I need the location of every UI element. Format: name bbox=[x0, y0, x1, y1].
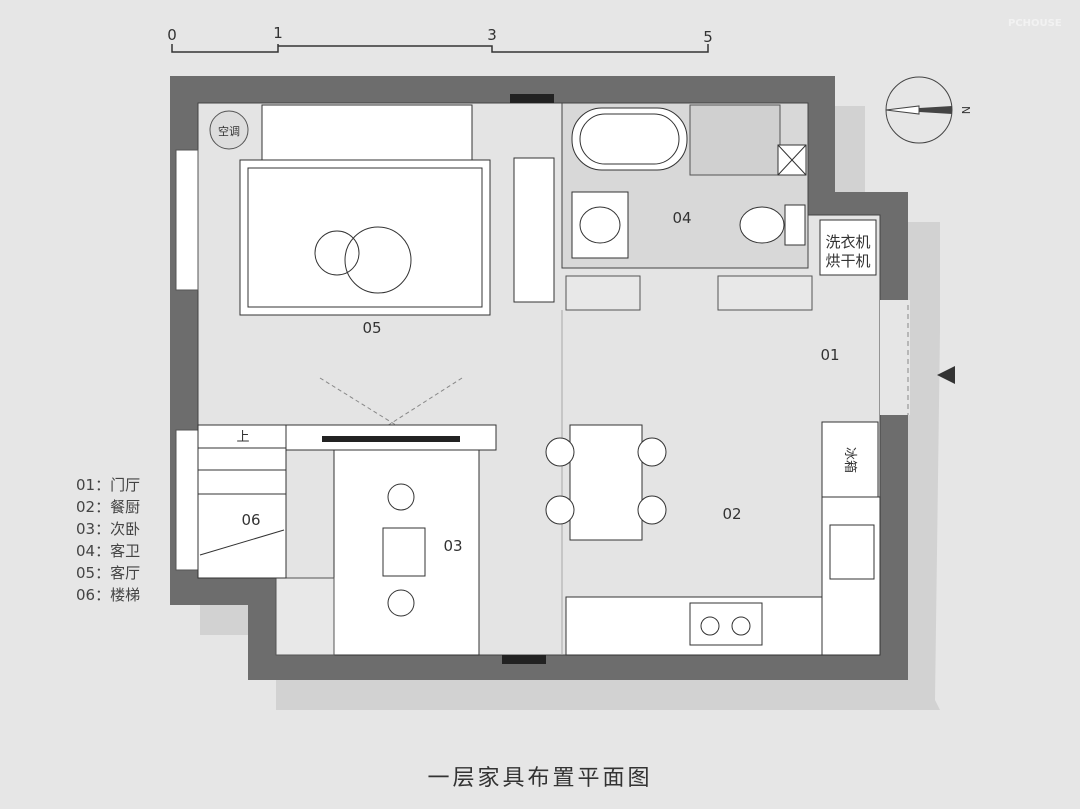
rug bbox=[239, 159, 491, 316]
scale-tick: 5 bbox=[703, 28, 713, 46]
room-legend: 01：门厅 02：餐厨 03：次卧 04：客卫 05：客厅 06：楼梯 bbox=[76, 474, 140, 606]
legend-item: 03：次卧 bbox=[76, 520, 141, 538]
wardrobe bbox=[275, 577, 335, 656]
legend-item: 05：客厅 bbox=[76, 564, 141, 582]
legend-item: 01：门厅 bbox=[76, 476, 141, 494]
compass-north-label: N bbox=[959, 106, 972, 114]
ac-label: 空调 bbox=[218, 124, 240, 138]
window-bottom bbox=[502, 655, 546, 664]
scale-tick: 3 bbox=[487, 26, 497, 44]
fridge bbox=[821, 421, 879, 498]
room-05-label: 05 bbox=[362, 319, 381, 337]
compass-icon bbox=[885, 76, 953, 144]
legend-item: 04：客卫 bbox=[76, 542, 141, 560]
entry-door-gap bbox=[880, 300, 910, 415]
dryer-label: 烘干机 bbox=[825, 252, 870, 270]
washer-label: 洗衣机 bbox=[825, 233, 870, 251]
scale-bar bbox=[171, 44, 709, 53]
dining-table bbox=[569, 424, 643, 541]
bathtub bbox=[571, 107, 688, 171]
legend-item: 06：楼梯 bbox=[76, 586, 141, 604]
window-top bbox=[510, 94, 554, 103]
entry-arrow-icon bbox=[937, 366, 955, 384]
tv-cabinet bbox=[513, 157, 555, 303]
cabinet bbox=[565, 275, 641, 311]
stairs-up-label: 上 bbox=[236, 430, 249, 445]
window-left-top bbox=[175, 149, 199, 291]
washer-dryer bbox=[819, 219, 877, 276]
scale-tick: 0 bbox=[167, 26, 177, 44]
plan-title: 一层家具布置平面图 bbox=[427, 766, 653, 791]
room-06-label: 06 bbox=[241, 511, 260, 529]
air-conditioner bbox=[209, 110, 249, 150]
room-03-label: 03 bbox=[443, 537, 462, 555]
watermark: PCHOUSE bbox=[1008, 18, 1062, 29]
cabinet bbox=[717, 275, 813, 311]
window-left-bottom bbox=[175, 429, 199, 571]
sink bbox=[571, 191, 629, 259]
toilet bbox=[739, 206, 785, 244]
shower bbox=[689, 104, 781, 176]
room-04-label: 04 bbox=[672, 209, 691, 227]
fridge-label: 冰箱 bbox=[842, 447, 858, 473]
coffee-table bbox=[314, 230, 360, 276]
room-01-label: 01 bbox=[820, 346, 839, 364]
room-02-label: 02 bbox=[722, 505, 741, 523]
scale-tick: 1 bbox=[273, 24, 283, 42]
kitchen-sink bbox=[829, 524, 875, 580]
stairs bbox=[197, 424, 287, 579]
legend-item: 02：餐厨 bbox=[76, 498, 141, 516]
